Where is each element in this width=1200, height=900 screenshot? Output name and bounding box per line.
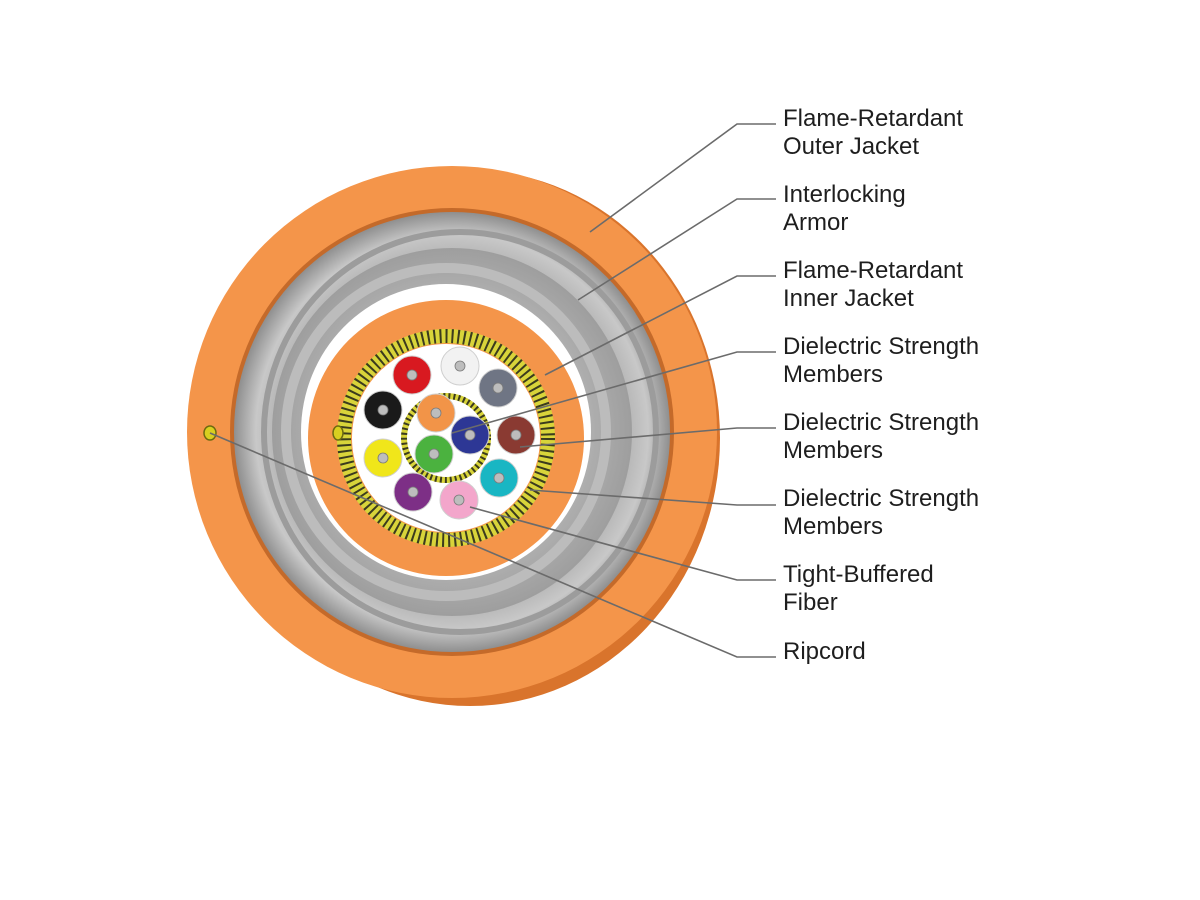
tight-buffered-fibers — [363, 346, 536, 520]
label-armor-line1: Interlocking — [783, 181, 906, 208]
fiber-core-slate — [492, 382, 504, 394]
fiber-core-orange — [430, 407, 442, 419]
armor-ridge-3 — [281, 263, 611, 601]
strength-ring-outer-dash — [337, 329, 555, 547]
leader-strength-2 — [519, 427, 776, 448]
leader-ripcord — [209, 432, 776, 658]
label-strength-1-line2: Members — [783, 361, 884, 388]
fiber-core-brown — [510, 429, 522, 441]
label-tight-buffered-fiber: Tight-Buffered Fiber — [783, 561, 934, 617]
label-strength-members-2: Dielectric Strength Members — [783, 409, 979, 465]
fiber-core-green — [428, 448, 440, 460]
label-strength-3-line2: Members — [783, 513, 884, 540]
leader-armor — [577, 198, 776, 301]
fiber-core-rose — [453, 494, 465, 506]
label-ripcord-line1: Ripcord — [783, 638, 866, 665]
fiber-core-red — [406, 369, 418, 381]
label-inner-jacket-line2: Inner Jacket — [783, 285, 914, 312]
label-ripcord: Ripcord — [783, 638, 866, 666]
label-strength-members-3: Dielectric Strength Members — [783, 485, 979, 541]
fiber-core-yellow — [377, 452, 389, 464]
leader-lines — [209, 123, 776, 658]
fiber-core-white — [454, 360, 466, 372]
label-armor-line2: Armor — [783, 209, 849, 236]
outer-strength-members — [337, 329, 555, 547]
label-strength-2-line2: Members — [783, 437, 884, 464]
label-strength-2-line1: Dielectric Strength — [783, 409, 980, 436]
label-strength-3-line1: Dielectric Strength — [783, 485, 980, 512]
label-inner-jacket-line1: Flame-Retardant — [783, 257, 964, 284]
ripcords — [203, 425, 344, 441]
leader-outer-jacket — [589, 123, 776, 233]
label-armor: Interlocking Armor — [783, 181, 906, 237]
label-inner-jacket: Flame-Retardant Inner Jacket — [783, 257, 963, 313]
label-fiber-line1: Tight-Buffered — [783, 561, 934, 588]
label-fiber-line2: Fiber — [783, 589, 838, 616]
armor-ridge-1 — [261, 229, 659, 635]
fiber-core-violet — [407, 486, 419, 498]
fiber-core-aqua — [493, 472, 505, 484]
label-outer-jacket-line2: Outer Jacket — [783, 133, 920, 160]
leader-inner-jacket — [544, 275, 776, 376]
leader-strength-1 — [451, 351, 776, 434]
ripcord-inner — [332, 425, 344, 441]
fiber-core-black — [377, 404, 389, 416]
fiber-core-blue — [464, 429, 476, 441]
leader-fiber — [469, 506, 776, 581]
label-strength-members-1: Dielectric Strength Members — [783, 333, 979, 389]
label-outer-jacket: Flame-Retardant Outer Jacket — [783, 105, 963, 161]
label-outer-jacket-line1: Flame-Retardant — [783, 105, 964, 132]
label-strength-1-line1: Dielectric Strength — [783, 333, 980, 360]
leader-strength-3 — [529, 489, 776, 506]
